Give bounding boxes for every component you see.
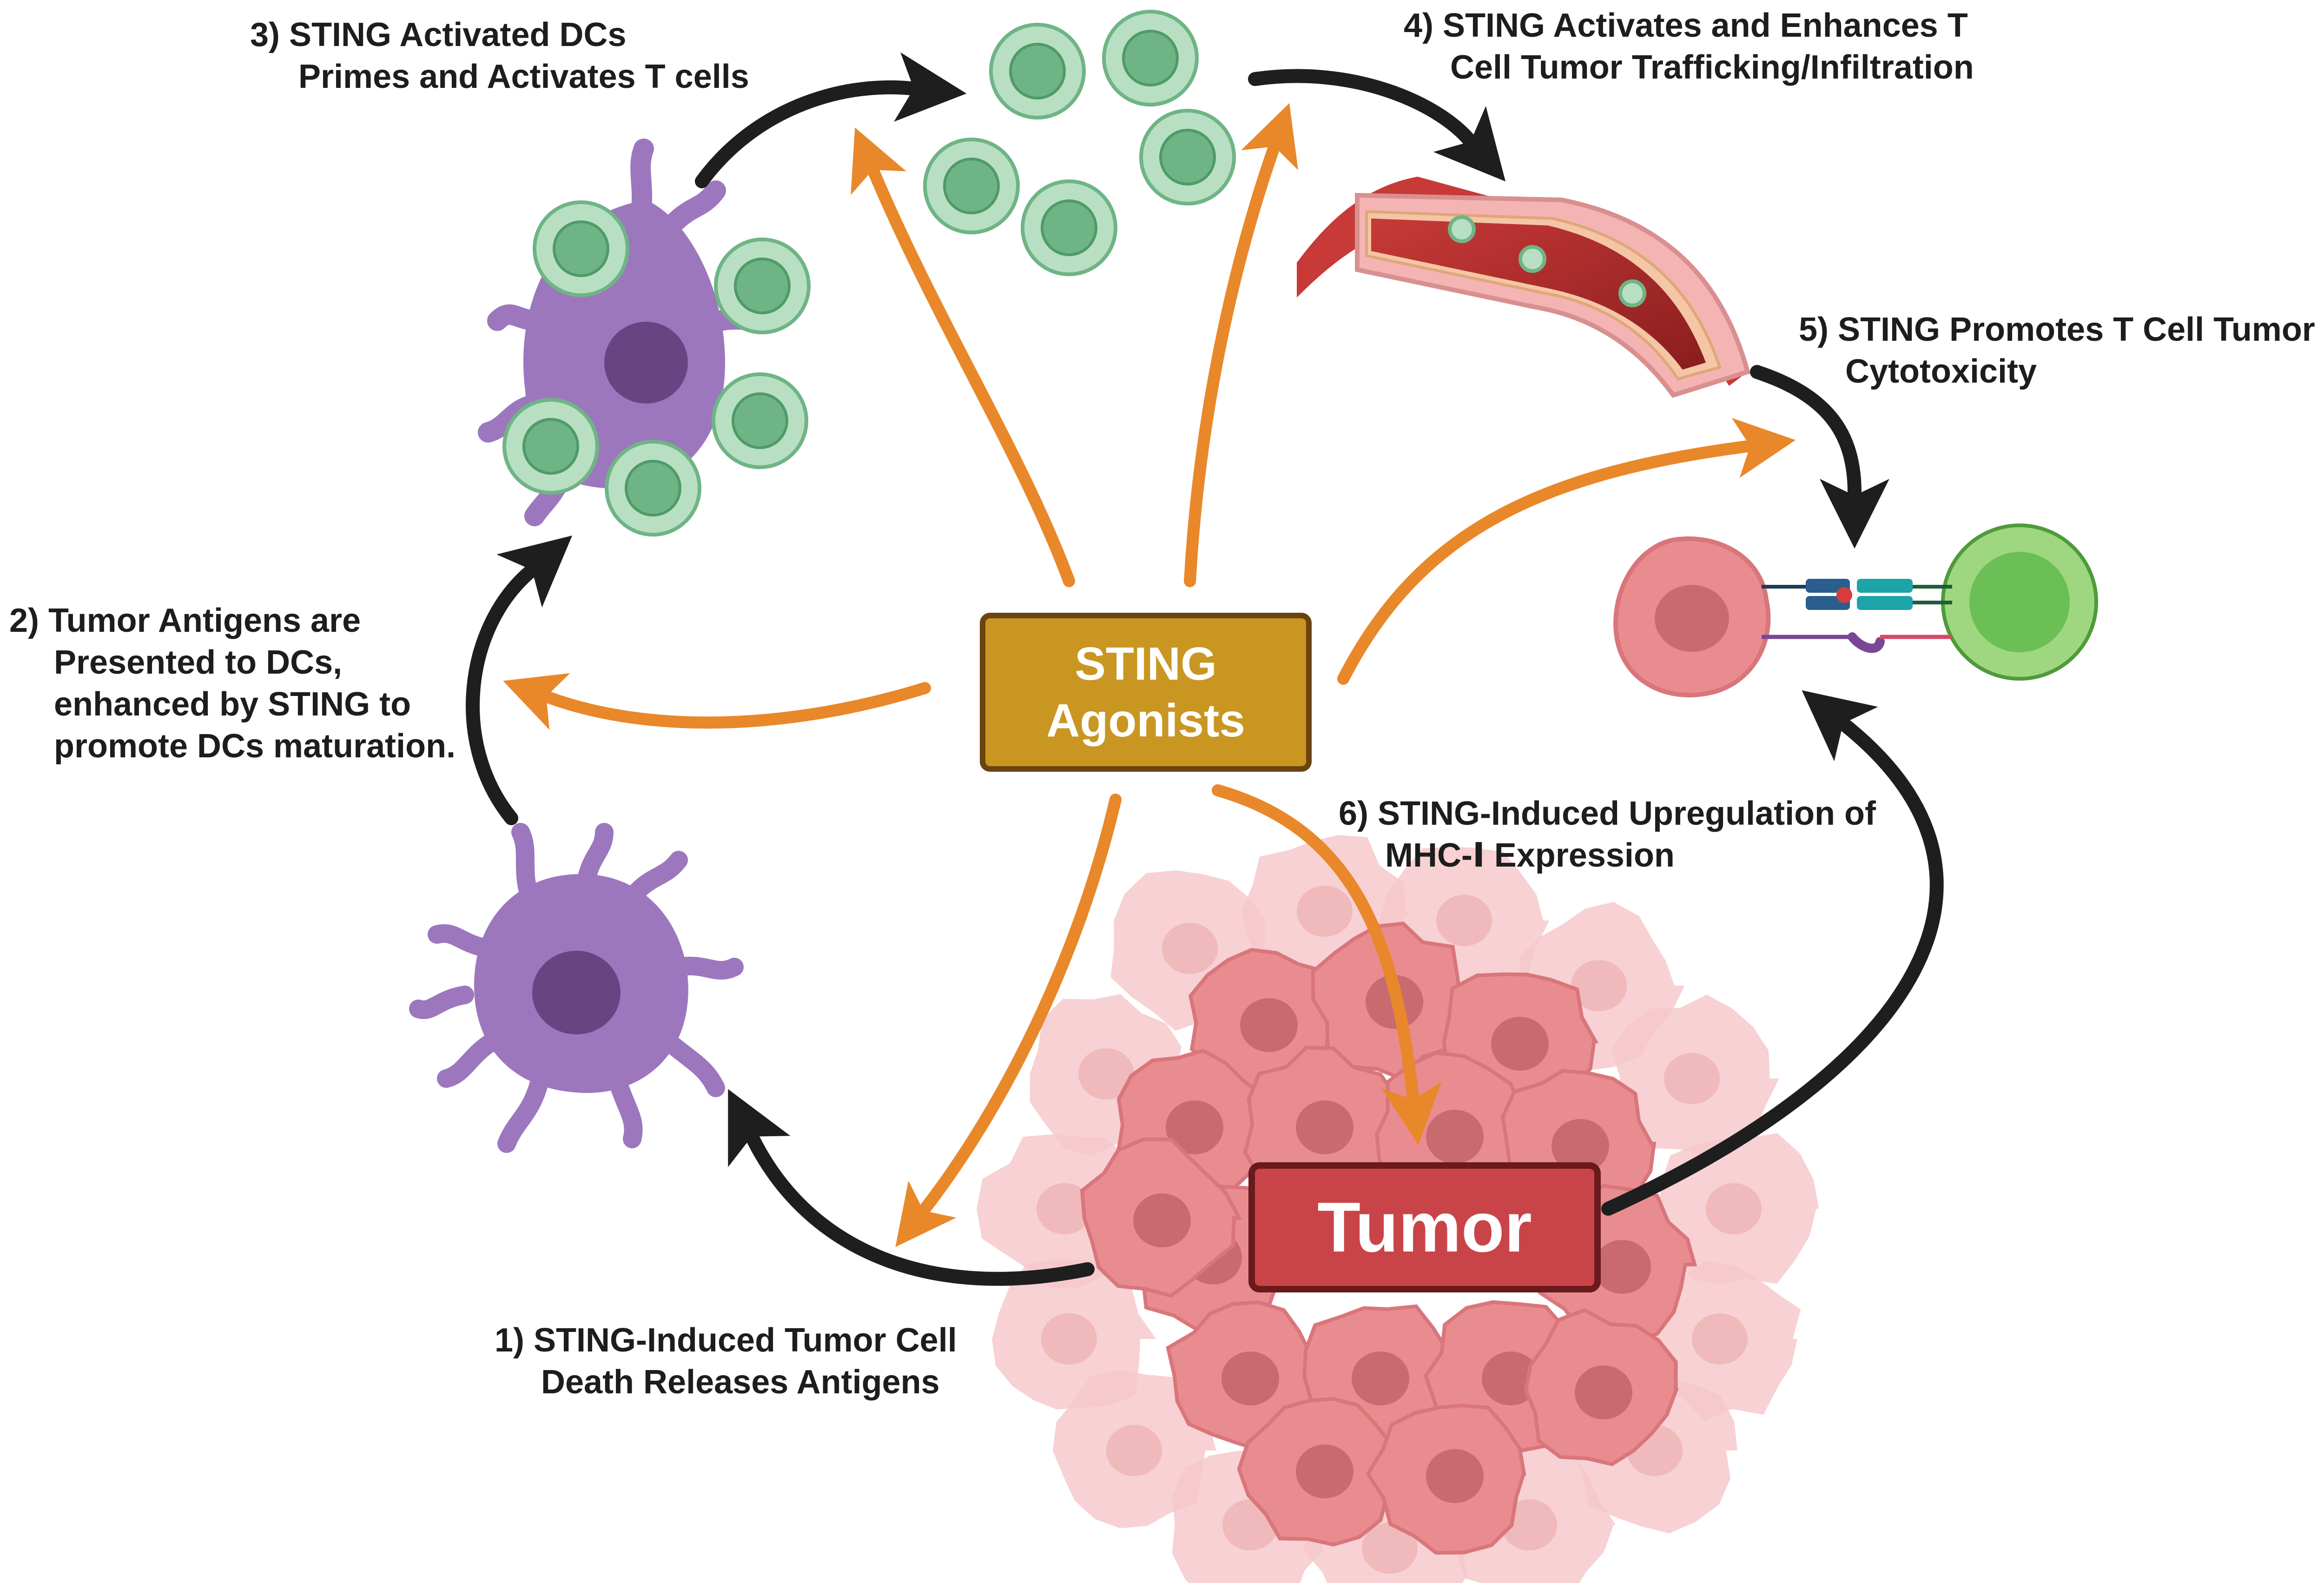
arrow-dc-to-t-cells (695, 52, 967, 188)
step-5-number: 5) (1799, 311, 1829, 348)
step-5-label: 5) STING Promotes T Cell Tumor Cytotoxic… (1799, 309, 2315, 392)
orange-arrows (503, 103, 1796, 1247)
arrow-tumor-to-synapse (1601, 690, 1944, 1216)
t-cell-cluster (923, 10, 1236, 276)
step-1-line-1: STING-Induced Tumor Cell (534, 1322, 957, 1359)
arrow-tumor-to-dc (728, 1089, 1095, 1286)
step-6-line-2: MHC-Ⅰ Expression (1385, 837, 1675, 874)
step-4-line-2: Cell Tumor Trafficking/Infiltration (1450, 49, 1974, 86)
arrow-dc-to-mature-dc (466, 535, 573, 825)
step-6-label: 6) STING-Induced Upregulation of MHC-Ⅰ E… (1339, 793, 1876, 876)
step-2-line-3: enhanced by STING to (54, 686, 411, 723)
cytotoxic-synapse (1613, 523, 2098, 698)
step-6-line-1: STING-Induced Upregulation of (1378, 795, 1876, 832)
step-3-line-2: Primes and Activates T cells (298, 58, 749, 95)
blood-vessel (1297, 177, 1751, 398)
arrow-sting-to-synapse (1337, 417, 1796, 685)
step-2-number: 2) (9, 602, 40, 639)
step-2-line-2: Presented to DCs, (54, 644, 343, 681)
step-4-label: 4) STING Activates and Enhances T Cell T… (1404, 5, 1974, 88)
sting-agonists-box: STING Agonists (980, 613, 1312, 772)
mature-dendritic-cell (478, 139, 811, 536)
arrow-sting-to-mhc (1212, 784, 1442, 1146)
tumor-box: Tumor (1248, 1162, 1601, 1292)
step-3-label: 3) STING Activated DCs Primes and Activa… (250, 14, 749, 98)
step-2-line-4: promote DCs maturation. (54, 728, 456, 765)
step-2-line-1: Tumor Antigens are (48, 602, 361, 639)
step-1-label: 1) STING-Induced Tumor Cell Death Releas… (495, 1319, 957, 1403)
black-arrows (466, 52, 1944, 1286)
step-3-number: 3) (250, 16, 280, 53)
arrow-sting-to-t-cells (851, 127, 1075, 587)
step-4-number: 4) (1404, 7, 1434, 44)
immature-dendritic-cell (409, 823, 744, 1153)
step-4-line-1: STING Activates and Enhances T (1443, 7, 1968, 44)
tumor-mass (977, 835, 1819, 1583)
arrow-t-cells-to-vessel (1248, 69, 1506, 182)
step-5-line-2: Cytotoxicity (1845, 353, 2037, 390)
sting-agonists-line1: STING (1075, 638, 1217, 690)
step-6-number: 6) (1339, 795, 1369, 832)
step-5-line-1: STING Promotes T Cell Tumor (1838, 311, 2315, 348)
arrow-vessel-to-synapse (1750, 365, 1889, 549)
step-1-number: 1) (495, 1322, 525, 1359)
tumor-label: Tumor (1317, 1187, 1532, 1267)
arrow-sting-to-vessel (1184, 103, 1298, 587)
sting-agonists-line2: Agonists (1046, 695, 1245, 747)
step-2-label: 2) Tumor Antigens are Presented to DCs, … (9, 600, 456, 767)
step-1-line-2: Death Releases Antigens (541, 1364, 940, 1401)
tcr-mhc-complex (1762, 579, 1952, 653)
arrow-sting-to-dc (503, 673, 931, 730)
arrow-sting-to-tumor-death (895, 794, 1122, 1247)
step-3-line-1: STING Activated DCs (289, 16, 627, 53)
